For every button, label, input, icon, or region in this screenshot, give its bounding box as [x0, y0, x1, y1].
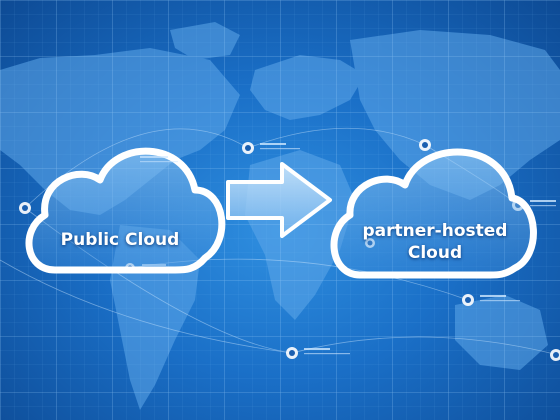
marker-mid-right [462, 294, 520, 306]
cloud-icon [25, 147, 226, 274]
partner-hosted-cloud-label: partner-hosted Cloud [355, 220, 515, 264]
marker-bottom-center [286, 347, 350, 359]
marker-top-right [419, 139, 431, 151]
marker-top-center [242, 142, 300, 154]
public-cloud-label: Public Cloud [55, 229, 185, 251]
partner-cloud-text-line2: Cloud [407, 243, 463, 263]
public-cloud-shape [25, 147, 226, 274]
cloud-icon [330, 148, 537, 279]
partner-cloud-text-line1: partner-hosted [362, 221, 508, 241]
marker-bottom-right [550, 349, 560, 361]
marker-left [19, 202, 31, 214]
arrow-right-icon [226, 162, 332, 238]
partner-cloud-shape [330, 148, 537, 279]
public-cloud-text: Public Cloud [60, 230, 180, 250]
